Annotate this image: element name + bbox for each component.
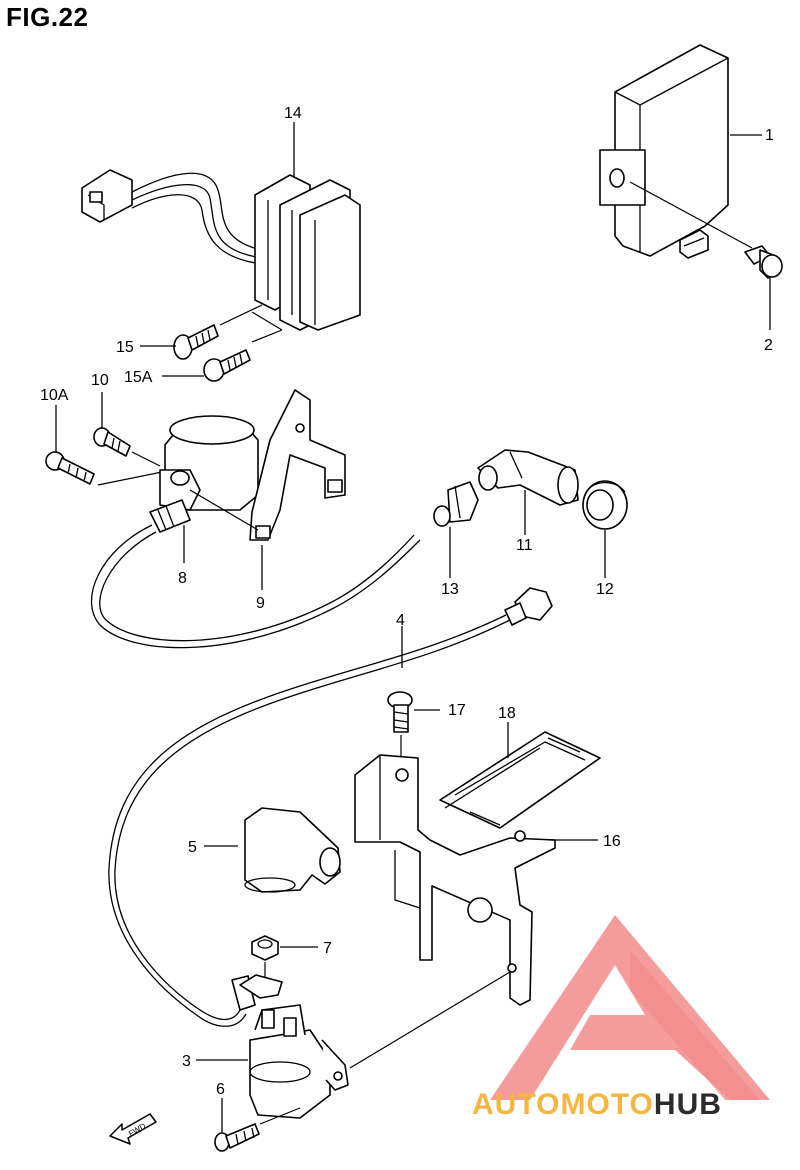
figure-title: FIG.22	[6, 2, 89, 32]
grommet-part-12[interactable]	[582, 480, 628, 530]
bolt-part-10a[interactable]	[45, 451, 95, 485]
spark-plug-cap-part[interactable]	[477, 449, 579, 506]
label-part-6: 6	[216, 1081, 225, 1098]
regulator-part[interactable]	[81, 169, 361, 331]
bolt-part-2[interactable]	[744, 245, 783, 279]
label-part-14: 14	[284, 105, 302, 122]
ignition-coil-part[interactable]	[149, 415, 259, 533]
terminal-boot-part[interactable]	[244, 807, 341, 893]
label-part-10a: 10A	[40, 387, 69, 404]
cdi-unit-part[interactable]	[599, 44, 729, 259]
bolt-part-10[interactable]	[93, 427, 131, 457]
label-part-9: 9	[256, 595, 265, 612]
nut-part-7[interactable]	[251, 935, 279, 961]
label-part-8: 8	[178, 570, 187, 587]
coil-bracket-part[interactable]	[249, 389, 346, 541]
label-part-17: 17	[448, 702, 466, 719]
label-part-11: 11	[516, 537, 533, 554]
label-part-3: 3	[182, 1053, 191, 1070]
label-part-1: 1	[765, 127, 774, 144]
fwd-arrow-icon: FWD	[109, 1113, 157, 1145]
screw-part-6[interactable]	[214, 1123, 260, 1152]
label-part-15a: 15A	[124, 369, 153, 386]
bolt-part-17[interactable]	[387, 691, 413, 733]
watermark-text: AUTOMOTOHUB	[472, 1088, 722, 1122]
watermark-logo-icon	[490, 915, 770, 1100]
label-part-13: 13	[441, 581, 459, 598]
starter-cable-part[interactable]	[108, 587, 553, 1027]
watermark-text-secondary: HUB	[653, 1088, 722, 1121]
starter-relay-part[interactable]	[239, 974, 349, 1119]
label-part-2: 2	[764, 337, 773, 354]
watermark-text-primary: AUTOMOTO	[472, 1088, 654, 1121]
label-part-12: 12	[596, 581, 614, 598]
cap-part-13[interactable]	[433, 481, 479, 527]
screw-part-15a[interactable]	[203, 349, 251, 382]
label-part-16: 16	[603, 833, 621, 850]
battery-strap-part[interactable]	[439, 731, 601, 829]
cdi-mount-line	[629, 181, 753, 249]
label-part-10: 10	[91, 372, 109, 389]
label-part-18: 18	[498, 705, 516, 722]
label-part-5: 5	[188, 839, 197, 856]
battery-bracket-part[interactable]	[354, 754, 556, 1006]
label-part-15: 15	[116, 339, 134, 356]
label-part-7: 7	[323, 940, 332, 957]
label-part-4: 4	[396, 612, 405, 629]
ht-lead	[90, 524, 421, 649]
screw-part-15[interactable]	[173, 324, 219, 360]
